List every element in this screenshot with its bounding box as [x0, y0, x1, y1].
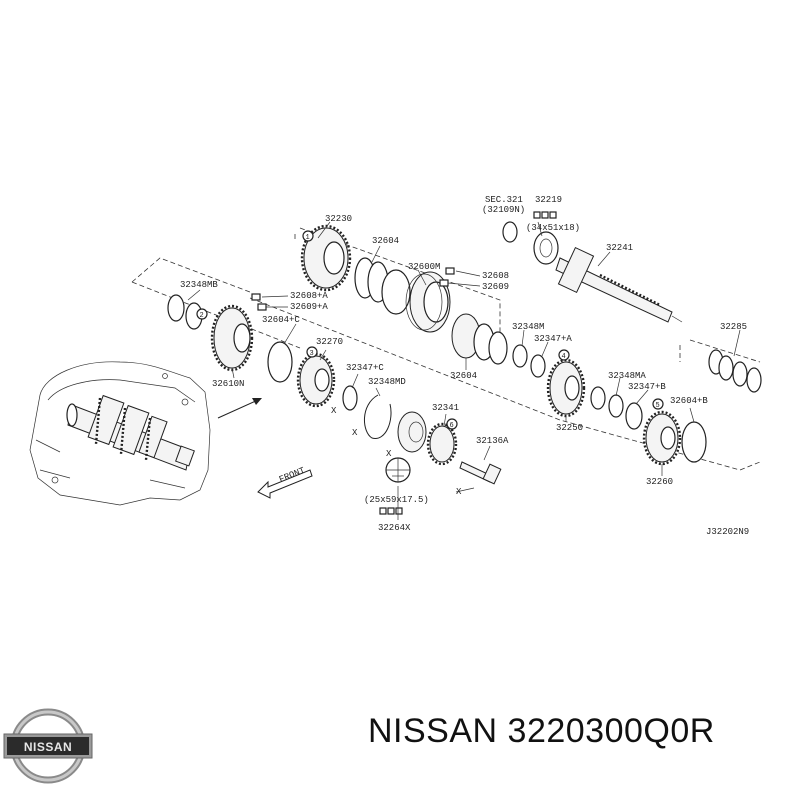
- bearing-32264x: [397, 411, 427, 453]
- label-x-4: X: [456, 487, 462, 497]
- front-arrow: FRONT: [257, 465, 313, 499]
- callout-2: 2: [200, 312, 204, 320]
- label-32136a: 32136A: [476, 436, 509, 446]
- bearing-32219: [502, 211, 559, 265]
- label-x-3: X: [386, 449, 392, 459]
- label-32270: 32270: [316, 337, 343, 347]
- gear-32610n: [210, 304, 254, 372]
- label-32610n: 32610N: [212, 379, 244, 389]
- washer-32347c: [342, 385, 358, 411]
- part-number-caption: NISSAN 3220300Q0R: [368, 712, 715, 750]
- front-label: FRONT: [278, 465, 307, 485]
- label-32608: 32608: [482, 271, 509, 281]
- label-dim-bearing1: (34x51x18): [526, 223, 580, 233]
- label-32604b: 32604+B: [670, 396, 708, 406]
- gear-32250: [546, 358, 586, 418]
- gear-32341: [426, 422, 458, 466]
- washers-32348mb: [167, 294, 203, 330]
- synchro-32604-mid: [451, 313, 508, 365]
- nissan-logo: NISSAN: [3, 708, 93, 784]
- shims-32285: [708, 349, 762, 393]
- label-32348m: 32348M: [512, 322, 544, 332]
- label-dim-bearing2: (25x59x17.5): [364, 495, 429, 505]
- label-32260: 32260: [646, 477, 673, 487]
- label-32285: 32285: [720, 322, 747, 332]
- gear-32270: [296, 352, 336, 408]
- callout-markers: 1 2 3 4 5 6: [196, 230, 664, 430]
- logo-text: NISSAN: [24, 740, 72, 754]
- sleeve-32600m: [405, 271, 451, 333]
- label-x-1: X: [331, 406, 337, 416]
- label-32609a: 32609+A: [290, 302, 328, 312]
- label-32600m: 32600M: [408, 262, 440, 272]
- label-32250: 32250: [556, 423, 583, 433]
- label-32230: 32230: [325, 214, 352, 224]
- diagram-code: J32202N9: [706, 527, 749, 537]
- label-32348ma: 32348MA: [608, 371, 646, 381]
- label-sec-ref: SEC.321: [485, 195, 523, 205]
- label-32241: 32241: [606, 243, 633, 253]
- washers-32348ma: [590, 386, 643, 430]
- label-32341: 32341: [432, 403, 459, 413]
- leader-lines: [187, 221, 741, 520]
- callout-3: 3: [310, 350, 314, 358]
- synchro-32604c: [267, 341, 293, 383]
- label-32347a: 32347+A: [534, 334, 572, 344]
- callout-1: 1: [306, 234, 310, 242]
- bolt-32136a: [459, 461, 502, 485]
- bearing-section: [379, 457, 411, 515]
- label-32347b: 32347+B: [628, 382, 666, 392]
- label-32604c: 32604+C: [262, 315, 300, 325]
- label-32347c: 32347+C: [346, 363, 384, 373]
- label-x-2: X: [352, 428, 358, 438]
- synchro-32604b: [681, 421, 707, 463]
- label-32264x: 32264X: [378, 523, 411, 533]
- label-32348mb: 32348MB: [180, 280, 218, 290]
- gear-32260: [642, 410, 682, 466]
- part-labels: 32230 32604 32600M 32608 32609 SEC.321 (…: [180, 195, 749, 537]
- gear-32230: [300, 224, 352, 292]
- callout-5: 5: [656, 402, 660, 410]
- label-32219: 32219: [535, 195, 562, 205]
- callout-4: 4: [562, 353, 566, 361]
- shift-keys: [251, 267, 455, 311]
- label-32609: 32609: [482, 282, 509, 292]
- label-32608a: 32608+A: [290, 291, 328, 301]
- label-32604-mid: 32604: [450, 371, 477, 381]
- transmission-case: [29, 361, 262, 506]
- label-sec-sub: (32109N): [482, 205, 525, 215]
- synchro-32604-upper: [354, 257, 411, 315]
- input-shaft-32241: [555, 246, 683, 323]
- label-32604-upper: 32604: [372, 236, 399, 246]
- label-32348md: 32348MD: [368, 377, 406, 387]
- washers-32348m: [512, 344, 546, 378]
- callout-6: 6: [450, 422, 454, 430]
- circlip-32348md: [364, 394, 392, 439]
